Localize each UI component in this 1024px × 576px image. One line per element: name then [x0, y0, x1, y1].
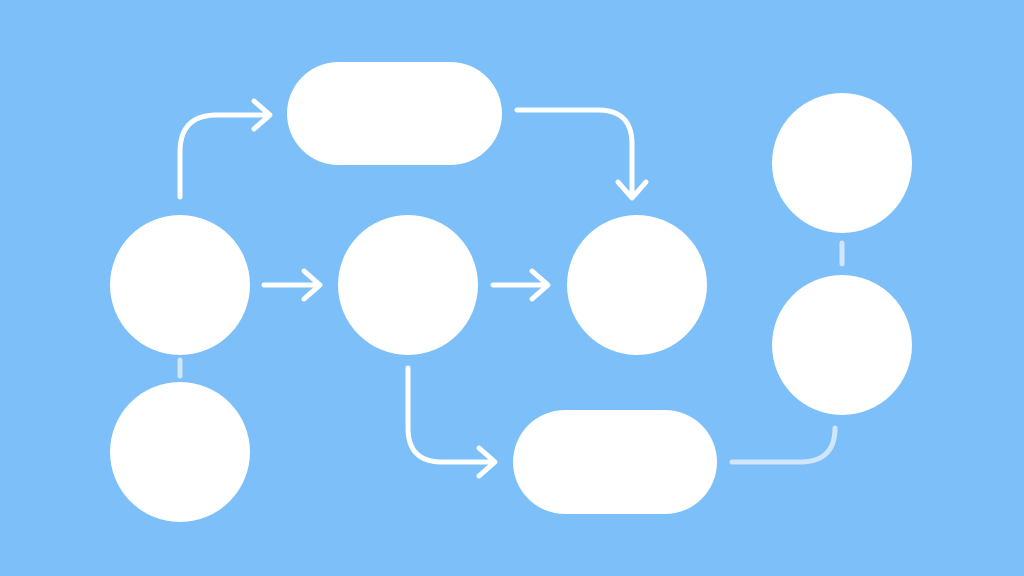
arrow-middle-to-right	[490, 268, 551, 302]
pill-bottom	[513, 410, 717, 514]
circle-left-top	[110, 215, 250, 355]
circle-far-right-top	[772, 93, 912, 233]
pill-top	[287, 62, 502, 165]
circle-left-bottom	[110, 382, 250, 522]
circle-middle	[338, 215, 478, 355]
circle-far-right-bottom	[772, 275, 912, 415]
arrow-middle-to-pill-bottom	[405, 365, 498, 479]
arrow-pill-top-to-right	[514, 107, 649, 201]
arrow-left-to-pill-top	[177, 98, 273, 200]
circle-right	[567, 215, 707, 355]
connector-pill-bottom-to-far-right	[729, 425, 838, 465]
arrow-left-to-middle	[261, 268, 323, 302]
